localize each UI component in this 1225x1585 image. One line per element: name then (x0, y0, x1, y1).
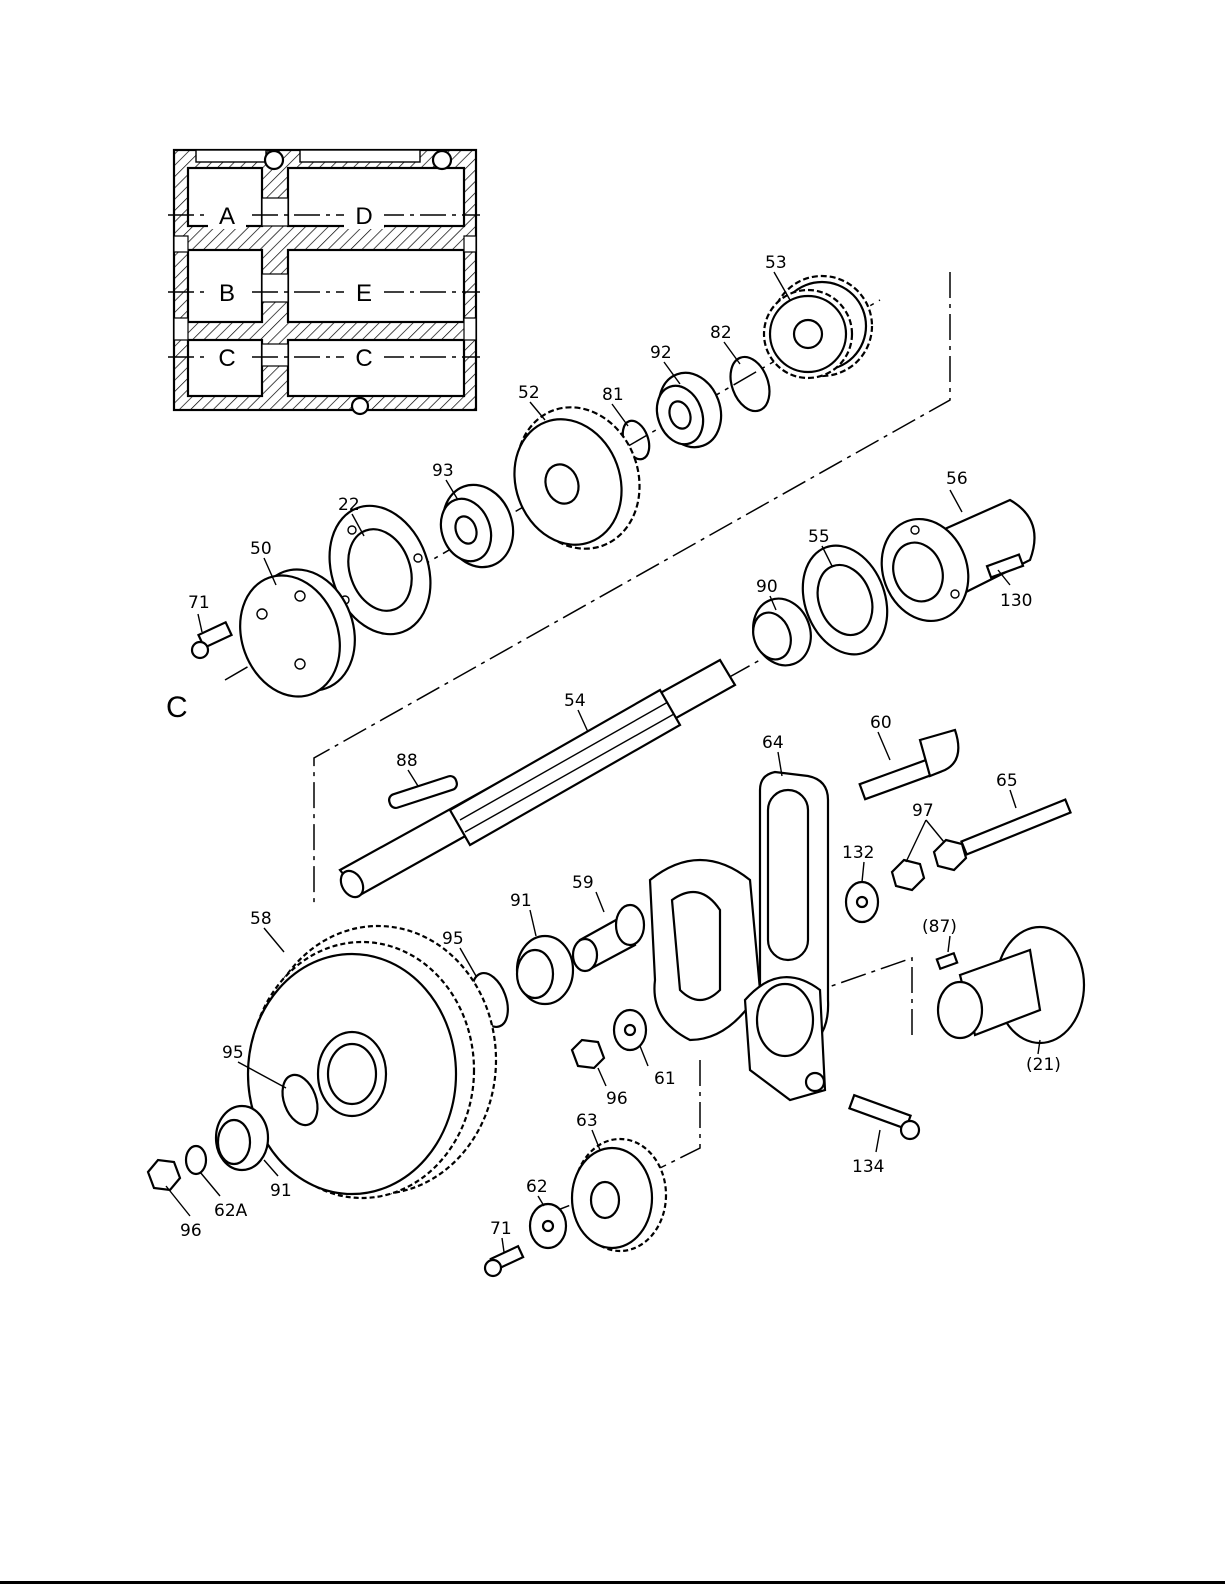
label-87: (87) (922, 917, 957, 937)
label-60: 60 (870, 713, 892, 733)
key-87 (937, 953, 957, 969)
housing-label-b: B (219, 280, 235, 307)
label-53: 53 (765, 253, 787, 273)
washer-62 (530, 1204, 566, 1248)
screw-134 (849, 1095, 919, 1139)
label-62: 62 (526, 1177, 548, 1197)
washer-61 (614, 1010, 646, 1050)
bearing-91-lower (216, 1106, 268, 1170)
label-62a: 62A (214, 1201, 248, 1221)
label-71-top: 71 (188, 593, 210, 613)
label-97: 97 (912, 801, 934, 821)
bearing-93 (432, 475, 525, 577)
bearing-92 (649, 364, 731, 456)
key-88 (388, 775, 459, 810)
stub-shaft-21 (938, 927, 1084, 1043)
housing-label-a: A (219, 203, 235, 230)
washer-132 (846, 882, 878, 922)
quadrant-bracket-64 (650, 772, 828, 1100)
gearbox-housing-section: A D B E C C (168, 150, 480, 414)
screw-71-top (192, 622, 232, 658)
label-50: 50 (250, 539, 272, 559)
label-21: (21) (1026, 1055, 1061, 1075)
circlip-82 (724, 352, 777, 417)
page-bottom-rule (0, 1581, 1225, 1584)
label-55: 55 (808, 527, 830, 547)
label-61: 61 (654, 1069, 676, 1089)
label-96-lower: 96 (180, 1221, 202, 1241)
housing-label-c-left: C (218, 345, 235, 372)
nuts-97 (892, 840, 966, 890)
label-81: 81 (602, 385, 624, 405)
label-95-upper: 95 (442, 929, 464, 949)
large-gear-58 (248, 926, 496, 1198)
double-gear-53 (764, 276, 872, 378)
bolt-60 (860, 730, 959, 799)
label-91-lower: 91 (270, 1181, 292, 1201)
label-56: 56 (946, 469, 968, 489)
housing-label-e: E (356, 280, 372, 307)
label-22: 22 (338, 495, 360, 515)
view-label: C (166, 691, 188, 724)
washer-62a (186, 1146, 206, 1174)
label-96-middle: 96 (606, 1089, 628, 1109)
label-95-lower: 95 (222, 1043, 244, 1063)
gear-63 (572, 1139, 666, 1251)
label-65: 65 (996, 771, 1018, 791)
label-82: 82 (710, 323, 732, 343)
housing-label-c-right: C (355, 345, 372, 372)
housing-label-d: D (355, 203, 372, 230)
label-63: 63 (576, 1111, 598, 1131)
label-52: 52 (518, 383, 540, 403)
spacer-59 (573, 905, 644, 971)
label-90: 90 (756, 577, 778, 597)
label-91-upper: 91 (510, 891, 532, 911)
label-132: 132 (842, 843, 874, 863)
nut-96-middle (572, 1040, 604, 1068)
label-54: 54 (564, 691, 586, 711)
nut-96-lower (148, 1160, 180, 1190)
label-64: 64 (762, 733, 784, 753)
label-134: 134 (852, 1157, 884, 1177)
label-71-bottom: 71 (490, 1219, 512, 1239)
label-59: 59 (572, 873, 594, 893)
label-130: 130 (1000, 591, 1032, 611)
label-88: 88 (396, 751, 418, 771)
gear-52 (497, 390, 659, 566)
label-92: 92 (650, 343, 672, 363)
bearing-91-upper (517, 936, 573, 1004)
label-93: 93 (432, 461, 454, 481)
label-58: 58 (250, 909, 272, 929)
